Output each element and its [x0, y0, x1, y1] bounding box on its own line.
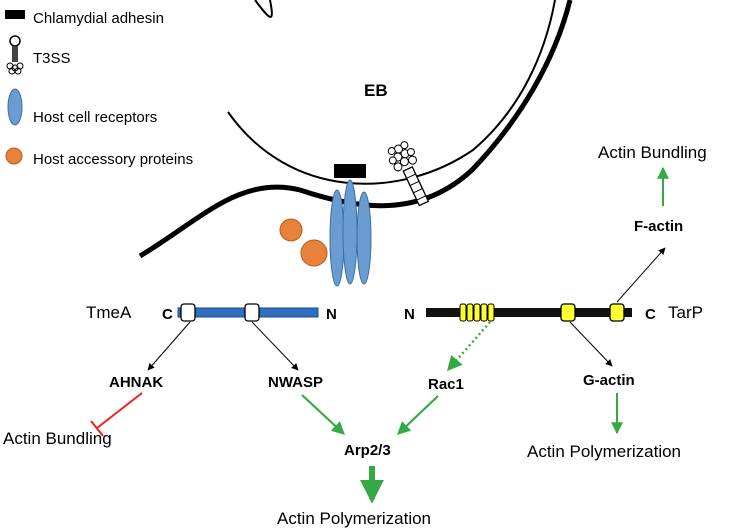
t3ss-legend-icon: [6, 35, 24, 75]
actin-polymerization-right-label: Actin Polymerization: [527, 442, 681, 461]
tmea-protein: TmeA C N: [86, 303, 337, 323]
rac1-label: Rac1: [428, 376, 464, 393]
tmea-n-terminal: N: [326, 306, 337, 323]
inhibition-bar: [90, 420, 104, 437]
arrow-tarp-to-rac1-dotted: [447, 321, 491, 372]
receptor: [329, 189, 345, 287]
eb-membrane: [227, 0, 556, 185]
accessory-protein: [300, 239, 328, 267]
tarp-repeat-domains: [459, 303, 495, 322]
arrow-tmea-to-ahnak: [147, 321, 191, 371]
legend-receptors-label: Host cell receptors: [33, 109, 157, 126]
legend-accessory-label: Host accessory proteins: [33, 151, 193, 168]
tarp-domain: [560, 303, 576, 322]
tmea-domain: [244, 303, 260, 322]
actin-bundling-top-label: Actin Bundling: [598, 143, 707, 162]
tarp-domain: [609, 303, 625, 322]
legend: Chlamydial adhesin T3SS Host cell recept…: [5, 10, 193, 168]
arrow-tarp-to-f-actin: [616, 247, 666, 303]
actin-polymerization-bottom-label: Actin Polymerization: [277, 509, 431, 528]
tmea-c-terminal: C: [162, 306, 173, 323]
arrow-tarp-to-g-actin: [569, 321, 613, 367]
arrow-rac1-to-arp23: [397, 395, 439, 435]
g-actin-label: G-actin: [583, 372, 635, 389]
accessory-protein: [279, 218, 303, 242]
legend-adhesin-label: Chlamydial adhesin: [33, 10, 164, 27]
eb-label: EB: [364, 81, 388, 100]
tarp-protein: N C TarP: [404, 303, 703, 323]
host-cell-receptors: [329, 179, 372, 287]
f-actin-label: F-actin: [634, 218, 683, 235]
legend-t3ss-label: T3SS: [33, 50, 71, 67]
inhibition-ahnak-bundling: [96, 392, 143, 429]
tarp-bar: [426, 308, 632, 317]
t3ss-injectisome: [387, 141, 430, 207]
chlamydial-adhesin: [334, 164, 366, 178]
host-membrane: [138, 0, 573, 259]
tarp-c-terminal: C: [645, 306, 656, 323]
adhesin-legend-icon: [5, 10, 25, 19]
arrow-nwasp-to-arp23: [301, 394, 345, 435]
eb-outer-arc: [254, 0, 273, 18]
tmea-domain: [180, 303, 196, 322]
arp23-label: Arp2/3: [344, 442, 391, 459]
receptor-legend-icon: [7, 88, 23, 126]
tarp-n-terminal: N: [404, 306, 415, 323]
tarp-label: TarP: [668, 303, 703, 322]
receptor: [342, 179, 358, 285]
actin-bundling-left-label: Actin Bundling: [3, 429, 112, 448]
tmea-label: TmeA: [86, 303, 132, 322]
receptor: [356, 191, 372, 285]
ahnak-label: AHNAK: [109, 374, 163, 391]
nwasp-label: NWASP: [268, 374, 323, 391]
arrow-tmea-to-nwasp: [251, 321, 299, 371]
accessory-protein-legend-icon: [5, 147, 23, 165]
